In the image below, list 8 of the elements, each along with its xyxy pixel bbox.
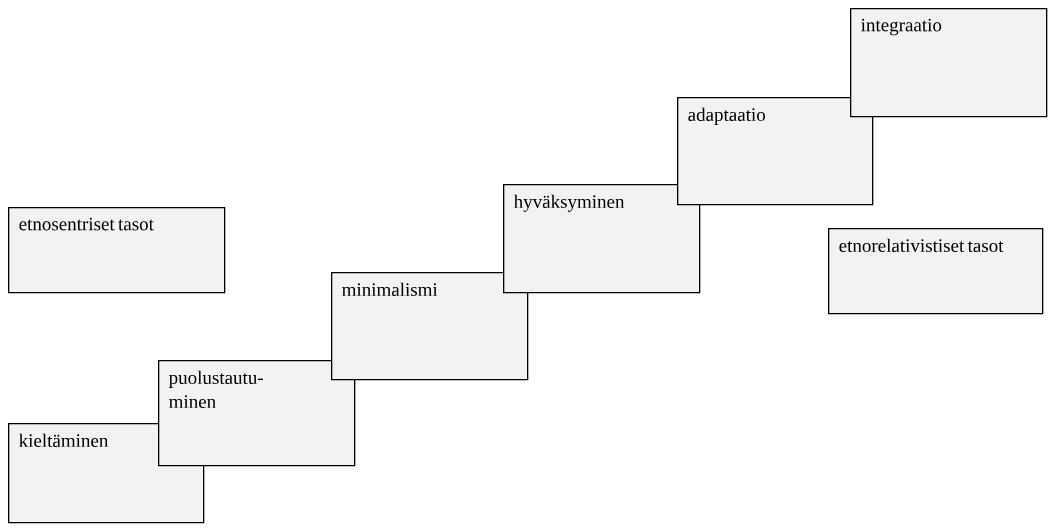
level-box: etnosentriset tasot	[8, 207, 226, 294]
stair-box: adaptaatio	[677, 97, 874, 206]
level-box: etnorelativistiset tasot	[828, 228, 1044, 315]
stair-box: kieltäminen	[8, 423, 205, 524]
stair-box: hyväksyminen	[503, 184, 701, 294]
stair-box: integraatio	[850, 8, 1048, 118]
stair-box: puolustautu- minen	[158, 360, 356, 467]
stair-box: minimalismi	[331, 272, 529, 381]
